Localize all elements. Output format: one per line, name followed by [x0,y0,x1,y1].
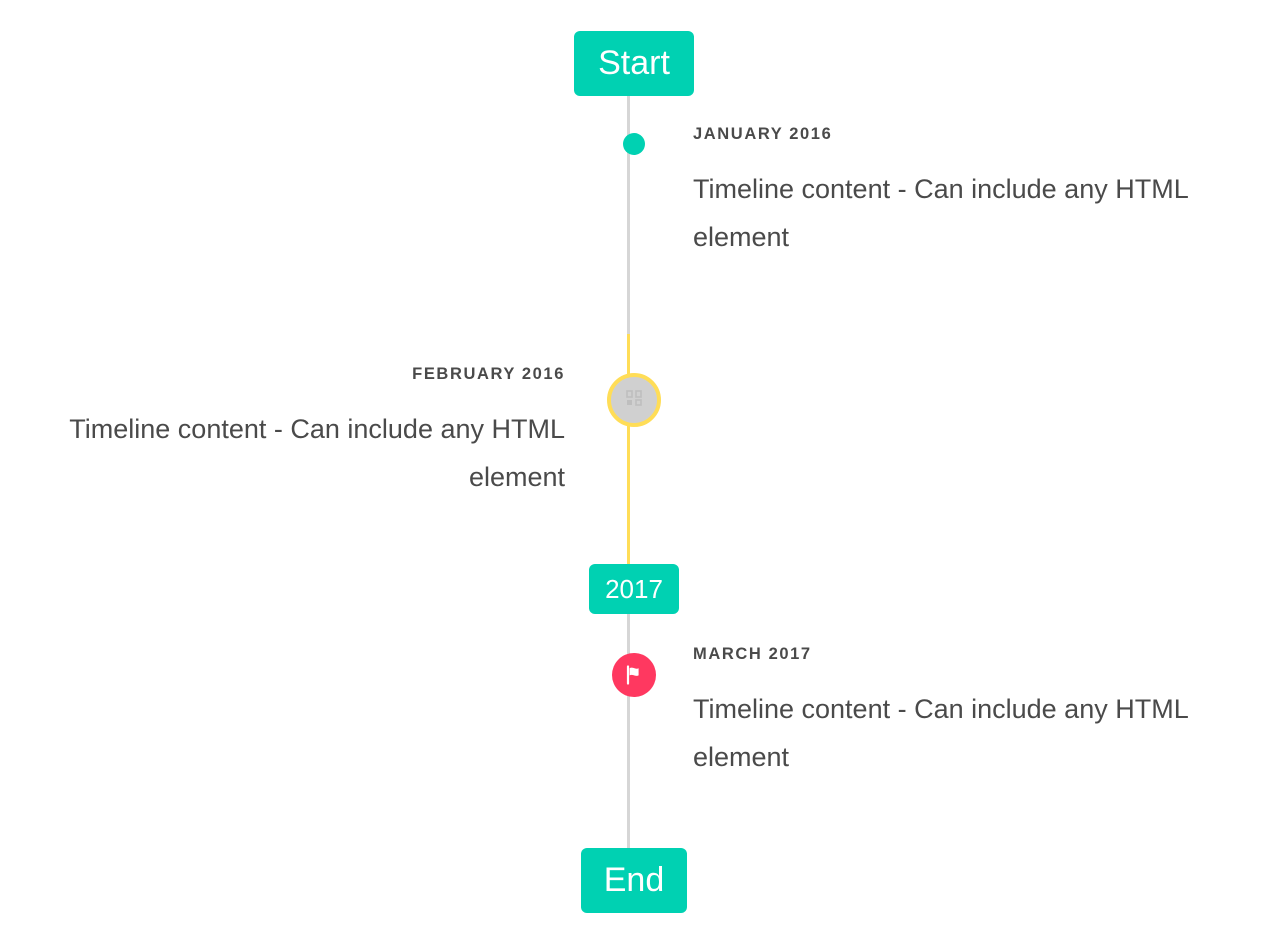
timeline-item-content: MARCH 2017 Timeline content - Can includ… [693,645,1233,781]
timeline-rail-active [627,334,630,566]
dot-icon [623,133,645,155]
timeline-header-start: Start [574,31,694,96]
timeline-item-heading: MARCH 2017 [693,645,812,663]
timeline-item-body: Timeline content - Can include any HTML … [693,694,1188,773]
timeline-item-heading: JANUARY 2016 [693,125,833,143]
timeline-item-content: FEBRUARY 2016 Timeline content - Can inc… [40,365,565,501]
timeline-header-start-label: Start [598,44,670,82]
timeline-footer-end-label: End [603,861,665,899]
timeline-item-heading: FEBRUARY 2016 [412,365,565,383]
broken-image-icon [607,373,661,427]
timeline-header-2017-label: 2017 [605,573,663,604]
timeline-header-2017: 2017 [589,564,679,614]
timeline-item-body: Timeline content - Can include any HTML … [693,174,1188,253]
broken-image-glyph [625,389,643,412]
flag-icon [612,653,656,697]
timeline-footer-end: End [581,848,687,913]
timeline-item-content: JANUARY 2016 Timeline content - Can incl… [693,125,1233,261]
timeline-rail-lower [627,614,630,850]
timeline-rail-upper [627,94,630,334]
timeline-item-body: Timeline content - Can include any HTML … [69,414,565,493]
